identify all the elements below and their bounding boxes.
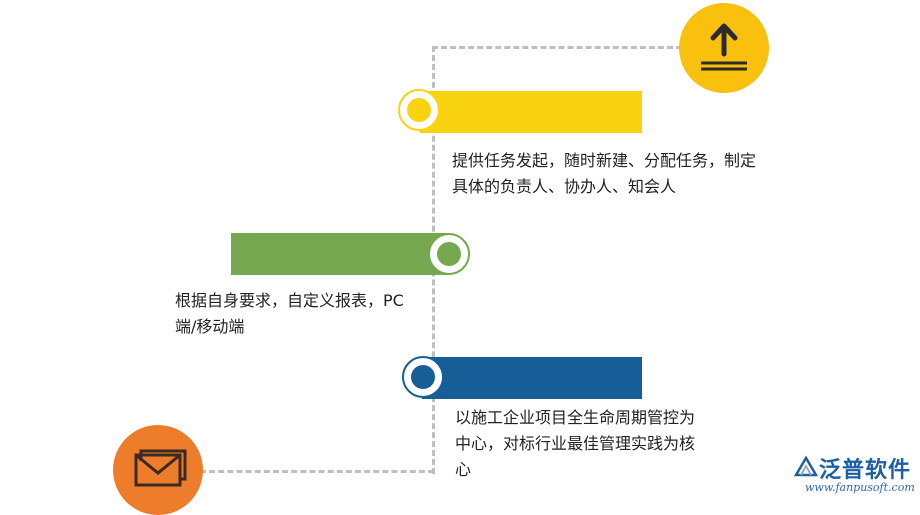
- item-3-text: 以施工企业项目全生命周期管控为中心，对标行业最佳管理实践为核心: [455, 408, 696, 479]
- green-bar: [231, 233, 449, 275]
- logo-name: 泛普软件: [819, 458, 912, 483]
- timeline-top-connector: [432, 46, 682, 49]
- yellow-node-dot: [407, 98, 431, 122]
- item-2-text: 根据自身要求，自定义报表，PC端/移动端: [175, 291, 404, 336]
- yellow-node: [398, 89, 440, 131]
- mail-icon: [134, 449, 187, 487]
- green-node: [428, 233, 470, 275]
- item-1-text: 提供任务发起，随时新建、分配任务，制定具体的负责人、协办人、知会人: [452, 151, 757, 196]
- logo-url: www.fanpusoft.com: [805, 481, 915, 494]
- blue-bar: [422, 357, 642, 399]
- blue-node-dot: [411, 365, 435, 389]
- upload-icon: [701, 23, 747, 71]
- mail-circle: [113, 425, 203, 515]
- logo-mark-icon: [793, 455, 819, 477]
- blue-node: [402, 356, 444, 398]
- yellow-bar: [420, 91, 642, 133]
- timeline-bottom-connector: [200, 470, 434, 473]
- brand-logo: 泛普软件 www.fanpusoft.com: [793, 452, 918, 498]
- upload-circle: [679, 3, 769, 93]
- green-node-dot: [437, 242, 461, 266]
